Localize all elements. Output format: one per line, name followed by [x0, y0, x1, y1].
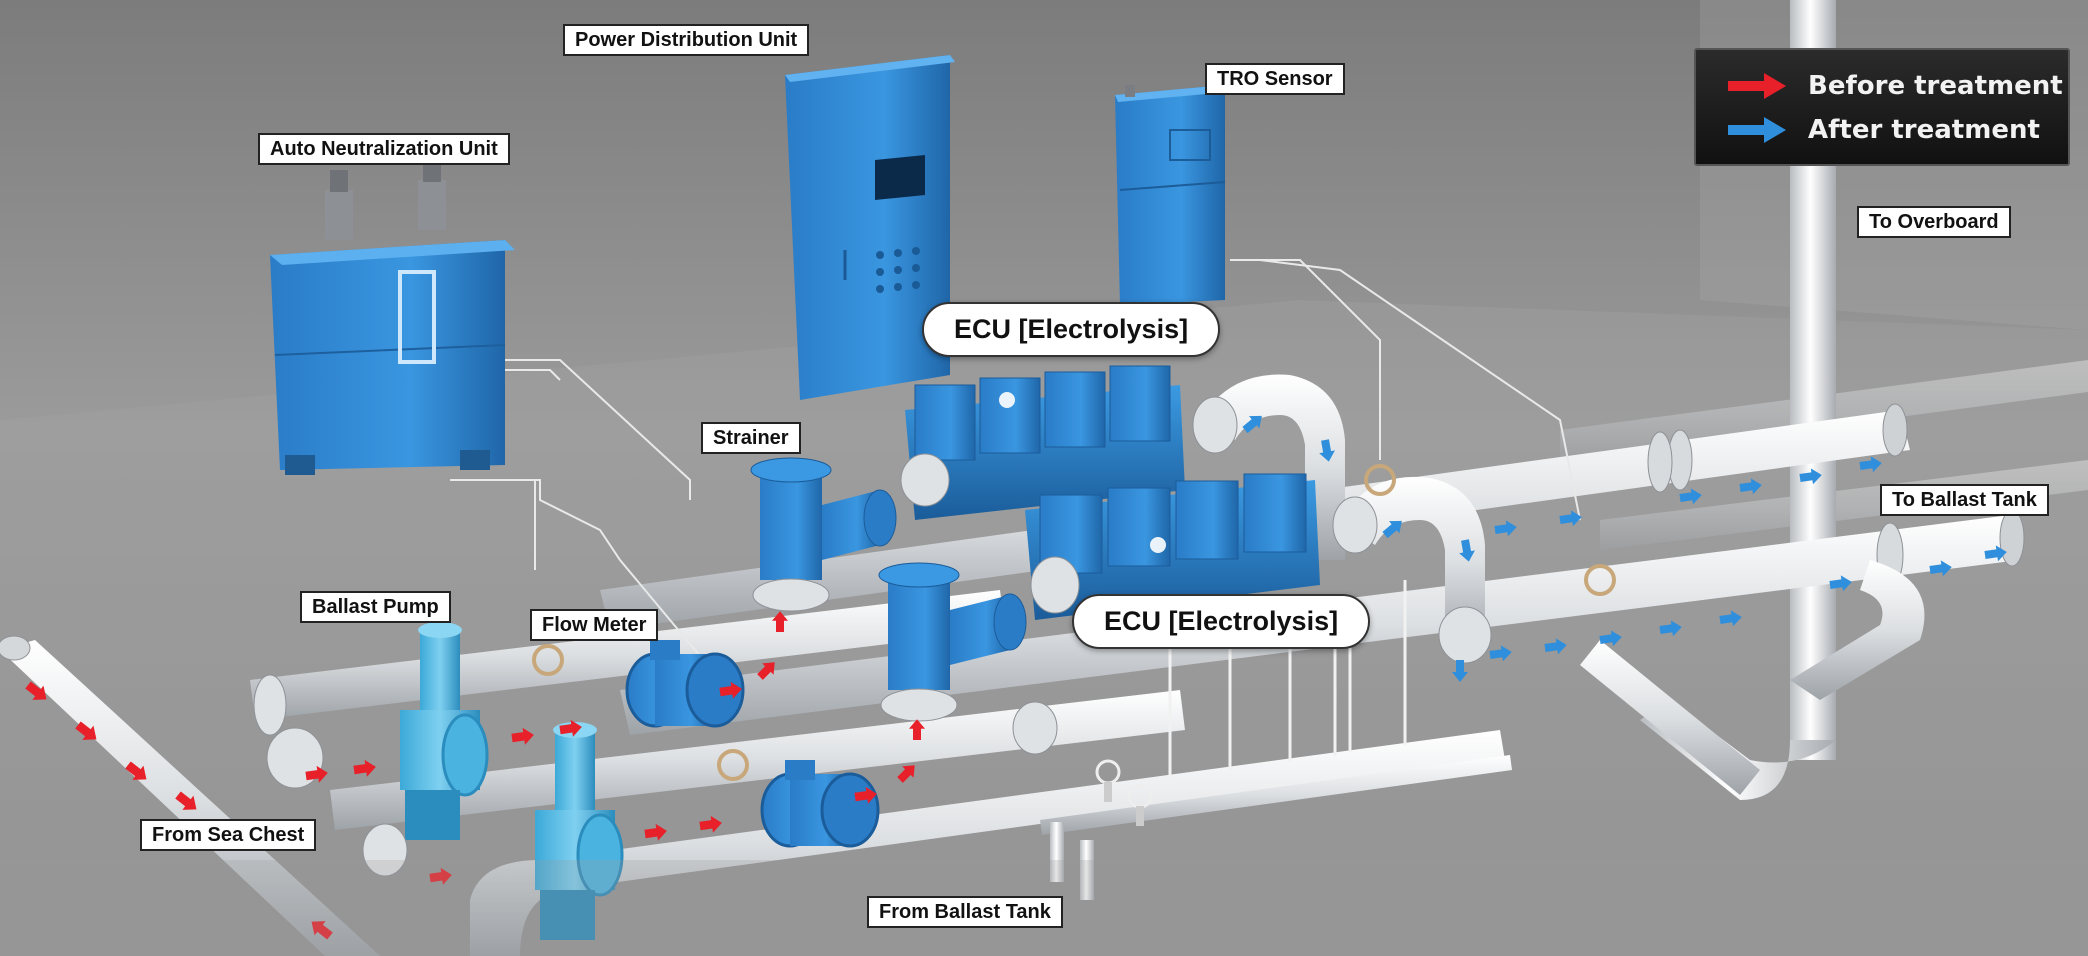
- intake-pipe-lower: [330, 690, 1185, 830]
- ballast-pump-lower: [535, 722, 624, 940]
- upper-pipe-flange-end: [1882, 403, 1908, 457]
- strainer-lower: [878, 562, 1027, 722]
- label-auto-neutralization-unit: Auto Neutralization Unit: [258, 133, 510, 165]
- label-ecu-lower: ECU [Electrolysis]: [1072, 594, 1371, 649]
- label-to-ballast-tank: To Ballast Tank: [1880, 484, 2049, 516]
- label-to-overboard: To Overboard: [1857, 206, 2011, 238]
- label-strainer: Strainer: [701, 422, 801, 454]
- label-tro-sensor: TRO Sensor: [1205, 63, 1345, 95]
- tro-sensor: [1115, 78, 1228, 305]
- legend-item-after: After treatment: [1726, 110, 2040, 150]
- label-from-ballast-tank: From Ballast Tank: [867, 896, 1063, 928]
- legend-label-after: After treatment: [1808, 115, 2040, 145]
- sea-chest-pipe: [0, 640, 380, 956]
- label-ballast-pump: Ballast Pump: [300, 591, 451, 623]
- right-arrow-blue-icon: [1728, 117, 1786, 143]
- flow-meter-upper: [625, 640, 745, 728]
- overboard-diagonal-pipe: [1580, 640, 1760, 795]
- sampling-header-pipe: [1040, 755, 1512, 835]
- power-distribution-unit: [785, 55, 955, 400]
- drain-pipe-2: [1080, 840, 1094, 900]
- legend-item-before: Before treatment: [1726, 66, 2063, 106]
- lower-pipe-bend: [1790, 560, 1925, 700]
- label-power-distribution-unit: Power Distribution Unit: [563, 24, 810, 56]
- drain-pipe-1: [1050, 822, 1064, 882]
- label-flow-meter: Flow Meter: [530, 609, 659, 641]
- strainer-upper: [750, 457, 897, 612]
- intake-flanges: [253, 674, 1058, 877]
- legend: Before treatment After treatment: [1694, 48, 2070, 166]
- from-ballast-tank-pipe: [470, 730, 1505, 956]
- label-from-sea-chest: From Sea Chest: [140, 819, 317, 851]
- label-ecu-upper: ECU [Electrolysis]: [922, 302, 1221, 357]
- lower-pipe-flange-end: [1999, 509, 2025, 567]
- flow-meter-lower: [760, 760, 880, 848]
- butterfly-valves: [532, 464, 1616, 781]
- ballast-pump-upper: [400, 622, 489, 840]
- ecu-bank-lower: [1025, 473, 1320, 620]
- header-valves: [1095, 759, 1153, 826]
- ecu-sampling-lines: [1168, 580, 1407, 780]
- right-arrow-red-icon: [1728, 73, 1786, 99]
- lower-outlet-bend: [1332, 476, 1492, 664]
- legend-label-before: Before treatment: [1808, 71, 2063, 101]
- auto-neutralization-unit: [270, 160, 515, 475]
- ecu-bank-upper: [900, 365, 1185, 520]
